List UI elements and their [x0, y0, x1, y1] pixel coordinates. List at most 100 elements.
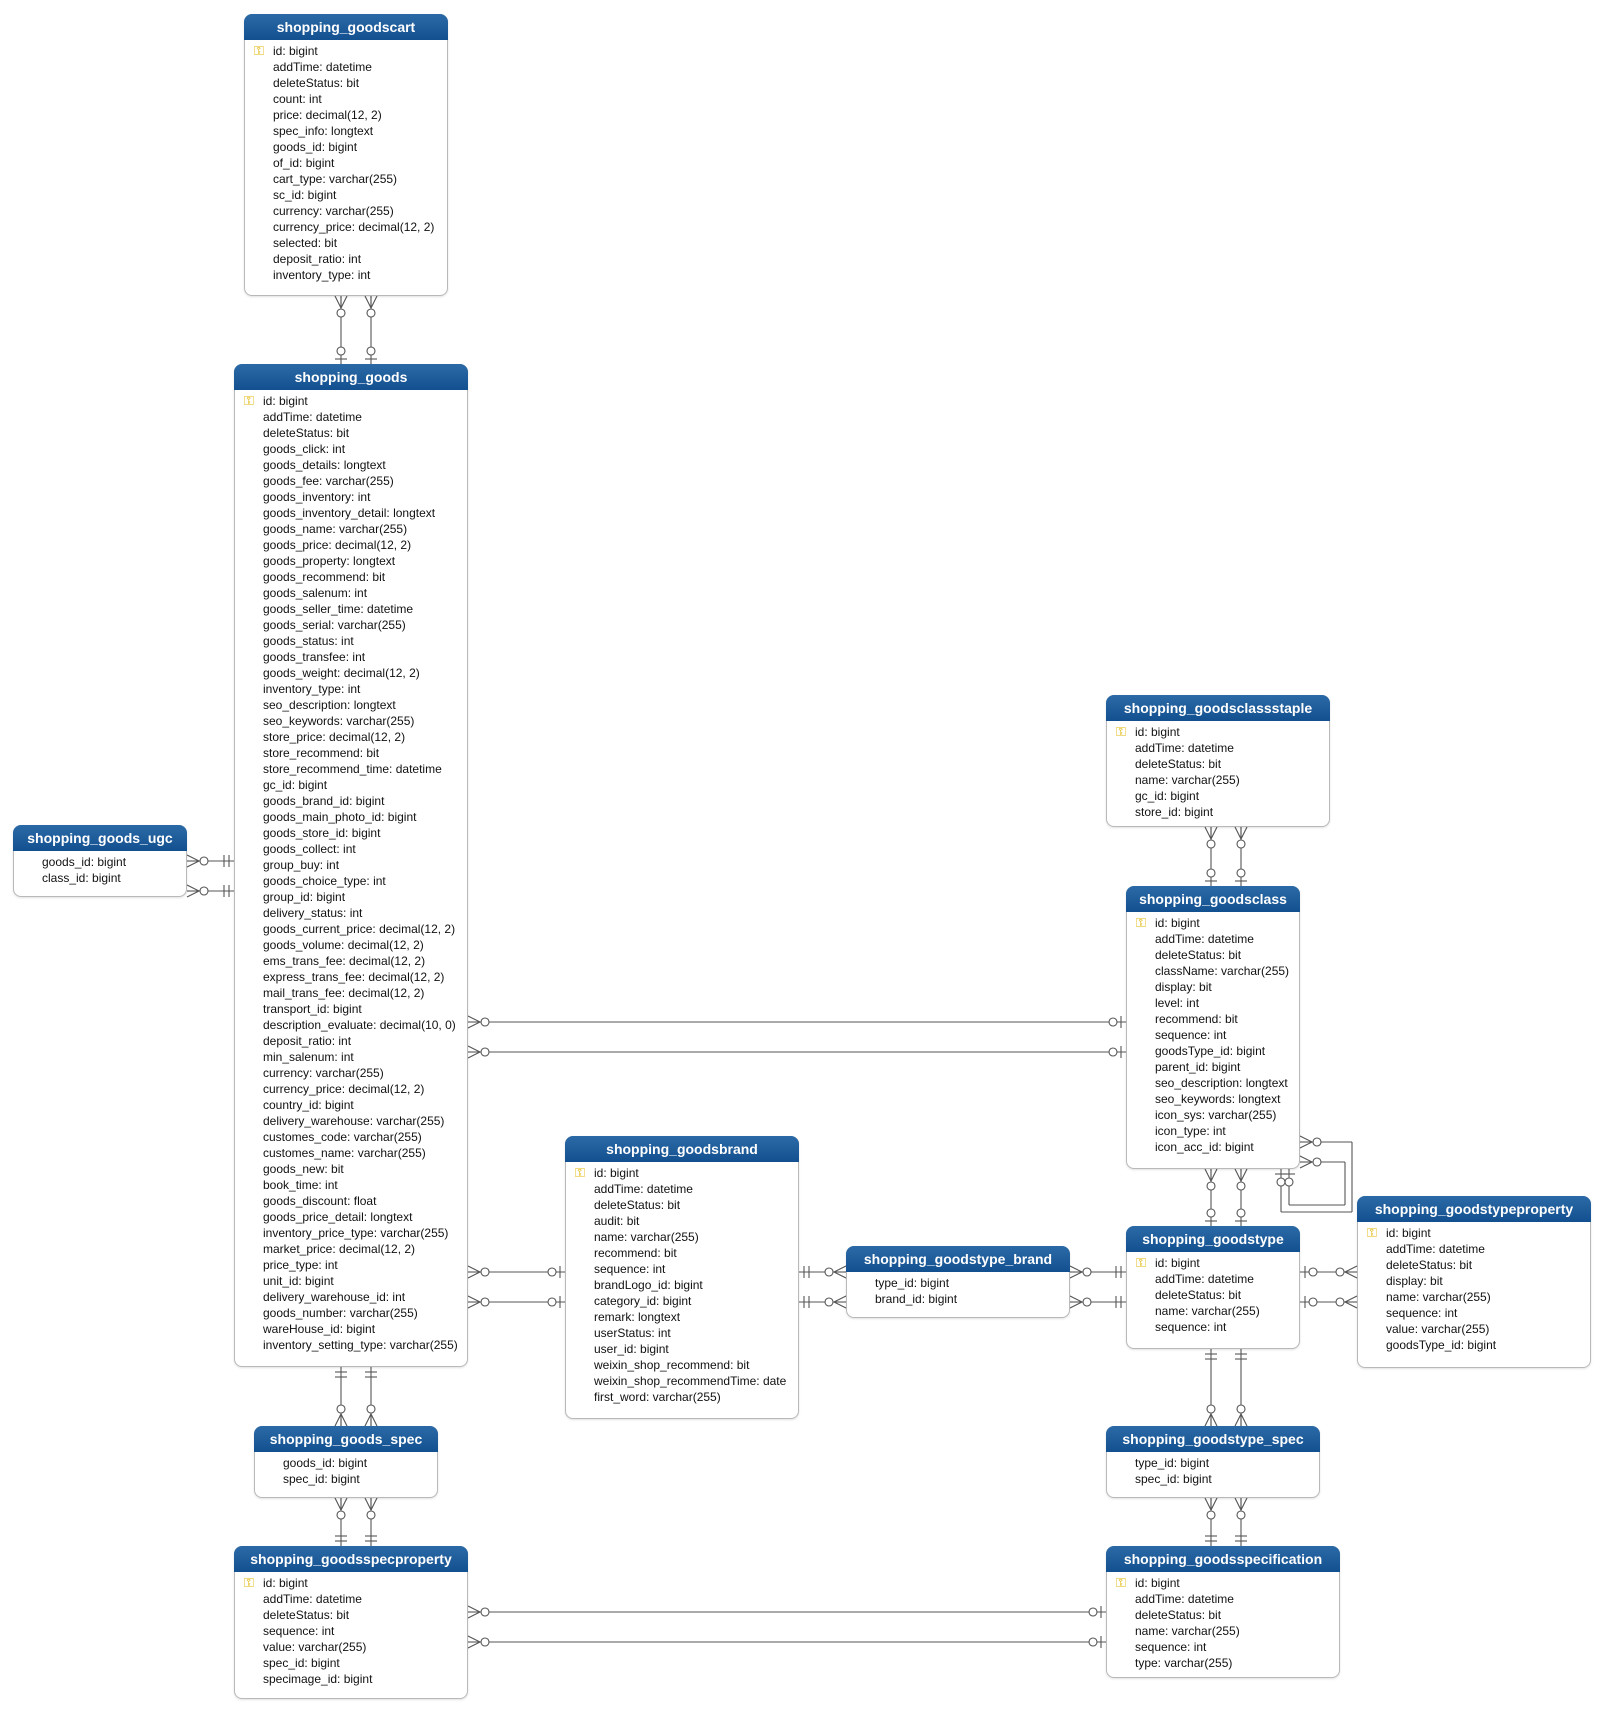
- attribute-label: addTime: datetime: [1135, 1592, 1234, 1606]
- attribute-label: goods_volume: decimal(12, 2): [263, 938, 424, 952]
- attribute-row: store_id: bigint: [1107, 804, 1329, 820]
- attribute-label: type_id: bigint: [1135, 1456, 1210, 1470]
- attribute-label: goods_id: bigint: [283, 1456, 368, 1470]
- attribute-row: goods_choice_type: int: [235, 873, 467, 889]
- attribute-row: sequence: int: [1358, 1305, 1590, 1321]
- attribute-label: deleteStatus: bit: [263, 1608, 350, 1622]
- attribute-row: goods_details: longtext: [235, 457, 467, 473]
- attribute-label: goods_transfee: int: [263, 650, 366, 664]
- attribute-label: seo_description: longtext: [1155, 1076, 1288, 1090]
- attribute-label: goods_discount: float: [263, 1194, 377, 1208]
- attribute-label: express_trans_fee: decimal(12, 2): [263, 970, 445, 984]
- relationship-goodsspecproperty-goodsspecification: [467, 1605, 1106, 1619]
- relationship-goodstype-goodstypeproperty: [1300, 1265, 1358, 1279]
- attribute-label: min_salenum: int: [263, 1050, 354, 1064]
- attribute-row: audit: bit: [566, 1213, 798, 1229]
- attribute-row: user_id: bigint: [566, 1341, 798, 1357]
- attribute-row: goods_name: varchar(255): [235, 521, 467, 537]
- attribute-row: selected: bit: [245, 235, 447, 251]
- attribute-row: goods_seller_time: datetime: [235, 601, 467, 617]
- relationship-goodstype-goodstypeproperty: [1300, 1295, 1358, 1309]
- attribute-row: currency: varchar(255): [235, 1065, 467, 1081]
- attribute-row: value: varchar(255): [1358, 1321, 1590, 1337]
- entity-title: shopping_goods_ugc: [13, 825, 187, 851]
- attribute-label: goods_choice_type: int: [263, 874, 386, 888]
- attribute-label: mail_trans_fee: decimal(12, 2): [263, 986, 425, 1000]
- attribute-label: delivery_warehouse: varchar(255): [263, 1114, 445, 1128]
- attribute-row: ems_trans_fee: decimal(12, 2): [235, 953, 467, 969]
- attribute-row: delivery_status: int: [235, 905, 467, 921]
- attribute-label: seo_keywords: longtext: [1155, 1092, 1281, 1106]
- attribute-label: book_time: int: [263, 1178, 338, 1192]
- attribute-row: goods_discount: float: [235, 1193, 467, 1209]
- attribute-row: remark: longtext: [566, 1309, 798, 1325]
- attribute-label: icon_type: int: [1155, 1124, 1226, 1138]
- relationship-goods_ugc-goods: [186, 884, 234, 898]
- attribute-row: goods_volume: decimal(12, 2): [235, 937, 467, 953]
- attribute-row: goods_inventory_detail: longtext: [235, 505, 467, 521]
- attribute-row: level: int: [1127, 995, 1299, 1011]
- attribute-row: class_id: bigint: [14, 870, 186, 886]
- attribute-row: className: varchar(255): [1127, 963, 1299, 979]
- attribute-row: price: decimal(12, 2): [245, 107, 447, 123]
- attribute-label: id: bigint: [263, 1576, 308, 1590]
- attribute-row: customes_code: varchar(255): [235, 1129, 467, 1145]
- relationship-goodscart-goods: [334, 295, 348, 364]
- attribute-label: addTime: datetime: [273, 60, 372, 74]
- attribute-label: addTime: datetime: [594, 1182, 693, 1196]
- attribute-row: name: varchar(255): [1107, 1623, 1339, 1639]
- attribute-label: goodsType_id: bigint: [1155, 1044, 1266, 1058]
- relationship-goodstype-goodstype_spec: [1204, 1349, 1218, 1427]
- entity-title: shopping_goodsspecification: [1106, 1546, 1340, 1572]
- attribute-label: deleteStatus: bit: [594, 1198, 681, 1212]
- attribute-label: addTime: datetime: [263, 410, 362, 424]
- attribute-label: id: bigint: [1155, 916, 1200, 930]
- attribute-label: id: bigint: [594, 1166, 639, 1180]
- attribute-row: inventory_price_type: varchar(255): [235, 1225, 467, 1241]
- entity-title: shopping_goods: [234, 364, 468, 390]
- attribute-row: addTime: datetime: [235, 1591, 467, 1607]
- entity-shopping-goodstype-brand[interactable]: shopping_goodstype_brand type_id: bigint…: [846, 1246, 1070, 1318]
- attribute-row: mail_trans_fee: decimal(12, 2): [235, 985, 467, 1001]
- attribute-label: weixin_shop_recommend: bit: [594, 1358, 750, 1372]
- relationship-goodsbrand-goodstype_brand: [799, 1265, 847, 1279]
- attribute-label: deleteStatus: bit: [1135, 1608, 1222, 1622]
- relationship-goodstype_brand-goodstype: [1069, 1265, 1126, 1279]
- attribute-label: seo_keywords: varchar(255): [263, 714, 415, 728]
- attribute-row: addTime: datetime: [1107, 1591, 1339, 1607]
- attribute-row: weixin_shop_recommendTime: date: [566, 1373, 798, 1389]
- attribute-label: goods_details: longtext: [263, 458, 386, 472]
- attribute-row: weixin_shop_recommend: bit: [566, 1357, 798, 1373]
- attribute-label: weixin_shop_recommendTime: date: [594, 1374, 787, 1388]
- attribute-label: market_price: decimal(12, 2): [263, 1242, 416, 1256]
- attribute-label: first_word: varchar(255): [594, 1390, 721, 1404]
- attribute-row: addTime: datetime: [1358, 1241, 1590, 1257]
- attribute-label: sequence: int: [1155, 1320, 1227, 1334]
- relationship-goods-goodsbrand: [467, 1295, 565, 1309]
- attribute-label: addTime: datetime: [1155, 1272, 1254, 1286]
- attribute-label: spec_id: bigint: [283, 1472, 360, 1486]
- attribute-label: specimage_id: bigint: [263, 1672, 373, 1686]
- attribute-label: value: varchar(255): [1386, 1322, 1490, 1336]
- attribute-row: sequence: int: [1107, 1639, 1339, 1655]
- attribute-row: store_recommend_time: datetime: [235, 761, 467, 777]
- primary-key-icon: ⚿: [244, 1575, 254, 1590]
- attribute-label: name: varchar(255): [1135, 773, 1240, 787]
- attribute-label: sc_id: bigint: [273, 188, 337, 202]
- attribute-row: express_trans_fee: decimal(12, 2): [235, 969, 467, 985]
